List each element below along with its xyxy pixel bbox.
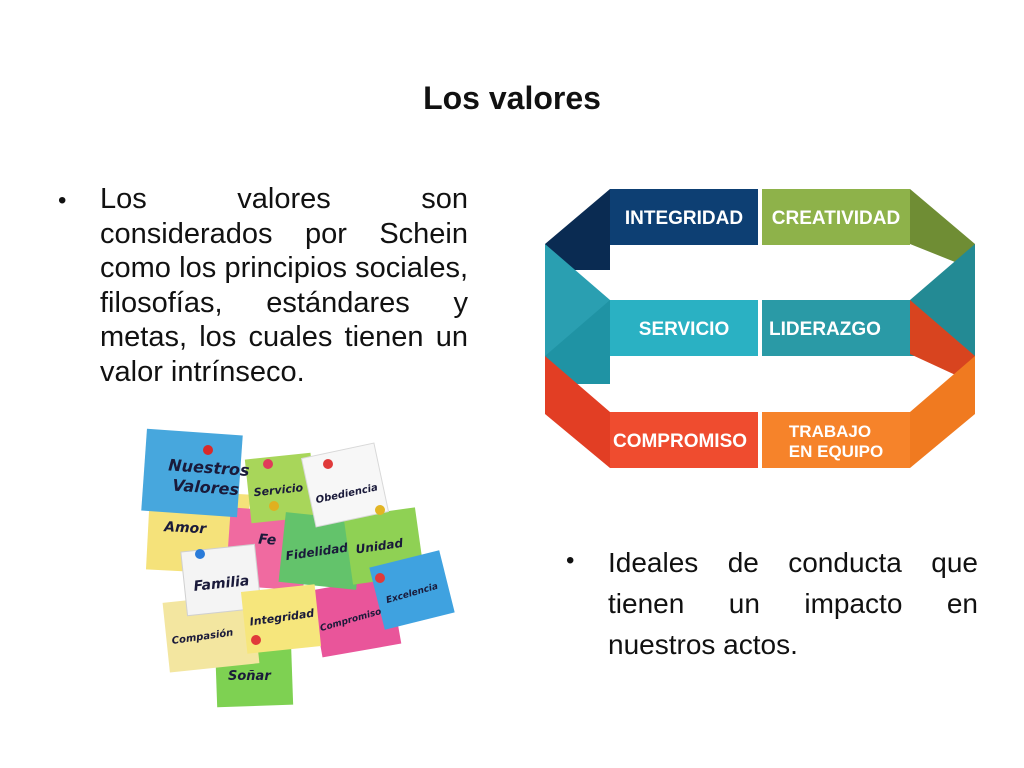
pin-icon: [375, 573, 385, 583]
ribbon-diagonal-orange-right: [910, 356, 975, 468]
pin-icon: [203, 445, 213, 455]
note-familia: [180, 543, 262, 617]
label-creatividad: CREATIVIDAD: [772, 208, 900, 229]
collage-word-servicio: Servicio: [253, 481, 304, 499]
collage-word-sonar: Soñar: [228, 669, 272, 684]
note-nuestros-valores: [141, 428, 243, 518]
bullet-schein-definition: • Los valores son considerados por Schei…: [58, 182, 468, 389]
collage-word-amor: Amor: [163, 519, 208, 537]
note-fidelidad: [278, 512, 364, 590]
label-integridad: INTEGRIDAD: [625, 208, 743, 229]
note-excelencia: [369, 550, 455, 630]
pin-icon: [323, 459, 333, 469]
label-en-equipo: EN EQUIPO: [789, 442, 883, 461]
bullet-text-2: Ideales de conducta que tienen un impact…: [608, 547, 978, 660]
ribbon-diagonal-red-left: [545, 356, 610, 468]
ribbon-fold-red: [910, 300, 975, 384]
collage-word-fe: Fe: [258, 531, 277, 548]
ribbon-compromiso: [610, 412, 758, 468]
bullet-text-1: Los valores son considerados por Schein …: [100, 183, 468, 388]
bullet-ideales-conducta: • Ideales de conducta que tienen un impa…: [566, 542, 978, 665]
sticky-notes-collage: Nuestros Valores Servicio Obediencia Amo…: [141, 428, 455, 708]
ribbon-fold-green: [910, 189, 975, 270]
ribbon-fold-teal-lower: [545, 300, 610, 384]
pin-icon: [375, 505, 385, 515]
note-servicio: [244, 452, 318, 524]
pin-icon: [263, 459, 273, 469]
ribbon-servicio: [610, 300, 758, 356]
label-compromiso: COMPROMISO: [613, 431, 747, 452]
bullet-point-icon: •: [566, 547, 575, 574]
label-servicio: SERVICIO: [639, 319, 729, 340]
label-liderazgo: LIDERAZGO: [769, 319, 881, 340]
slide-title: Los valores: [423, 80, 601, 116]
note-integridad: [240, 584, 322, 654]
bullet-point-icon: •: [58, 187, 67, 214]
collage-word-valores: Valores: [172, 476, 240, 500]
values-ribbon-diagram: INTEGRIDAD CREATIVIDAD SERVICIO LIDERAZG…: [545, 189, 975, 468]
ribbon-creatividad: [762, 189, 910, 245]
label-trabajo: TRABAJO: [789, 422, 871, 441]
pin-icon: [269, 501, 279, 511]
ribbon-liderazgo: [762, 300, 910, 356]
pin-icon: [251, 635, 261, 645]
pin-icon: [195, 549, 205, 559]
ribbon-fold-navy: [545, 189, 610, 270]
ribbon-trabajo-en-equipo: [762, 412, 910, 468]
ribbon-integridad: [610, 189, 758, 245]
collage-word-unidad: Unidad: [355, 536, 405, 557]
collage-word-familia: Familia: [193, 573, 250, 595]
